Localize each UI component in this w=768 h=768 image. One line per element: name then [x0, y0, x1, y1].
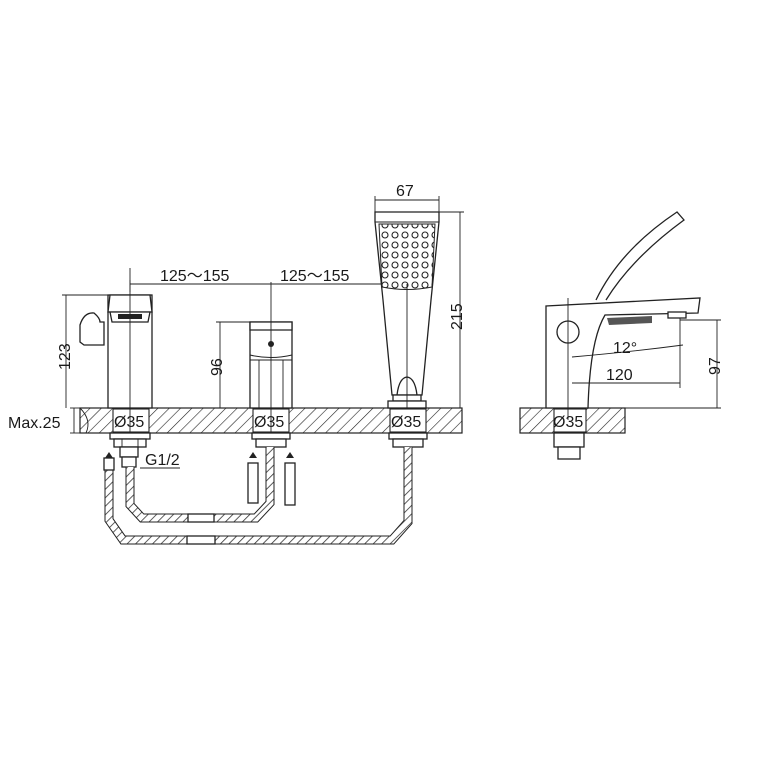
side-hole-diameter-label: Ø35: [553, 414, 583, 431]
spacing-right-label: 125～155: [280, 268, 349, 285]
spout-reach-label: 120: [606, 367, 633, 384]
diverter-body: [249, 282, 293, 455]
shower-width-label: 67: [396, 183, 414, 200]
hoses: [103, 447, 413, 545]
spout-angle-label: 12°: [613, 340, 637, 357]
hole-diameter-label-3: Ø35: [391, 414, 421, 431]
spout-body-height-label: 96: [209, 358, 226, 376]
spout-height-label: 97: [707, 357, 724, 375]
side-view: Ø35 12° 120 97: [519, 211, 724, 460]
hole-diameter-label-1: Ø35: [114, 414, 144, 431]
hole-diameter-label-2: Ø35: [254, 414, 284, 431]
mixer-valve: [79, 268, 180, 469]
deck-thickness-label: Max.25: [8, 415, 61, 432]
front-view: Ø35 Ø35 Ø35 Max.25: [8, 183, 466, 545]
thread-label: G1/2: [145, 452, 180, 469]
hand-shower: [374, 211, 440, 448]
shower-height-label: 215: [449, 303, 466, 330]
spacing-left-label: 125～155: [160, 268, 229, 285]
handle-height-label: 123: [57, 343, 74, 370]
